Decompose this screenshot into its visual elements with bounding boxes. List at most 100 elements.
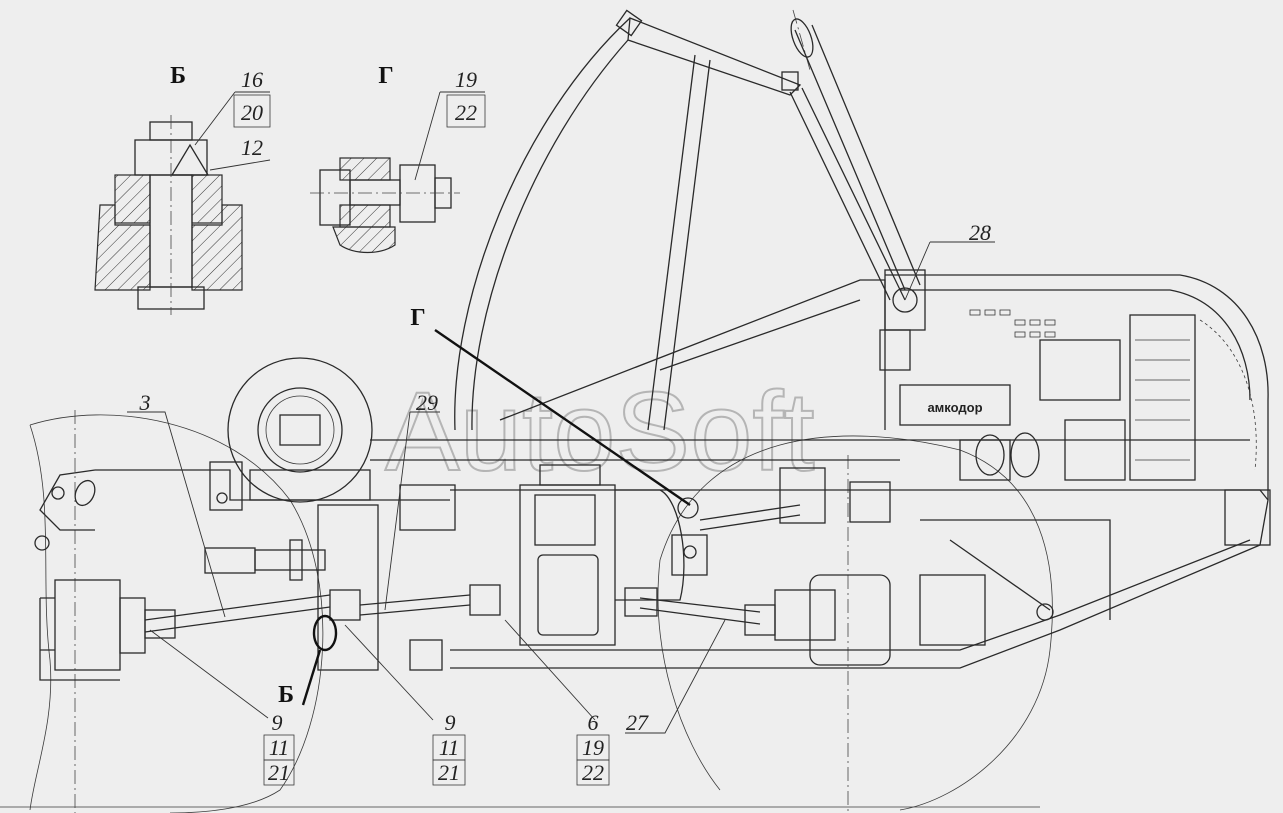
cab-post-lower [879, 329, 911, 371]
pointer-b-circle [312, 614, 338, 652]
rops-boom [794, 24, 921, 291]
rops-arch-inner [471, 39, 629, 431]
cylinder-clamp [289, 539, 303, 581]
rops-rear-post [789, 87, 906, 301]
callout-22-g: 22 [455, 100, 477, 125]
drum-hub [279, 414, 321, 446]
drum-outer [227, 357, 373, 503]
leader-lines [127, 91, 995, 734]
transmission-housing [519, 484, 616, 646]
radiator [1129, 314, 1196, 481]
front-axle-housing [54, 579, 121, 671]
filter-canister-2 [1010, 432, 1040, 478]
rops-top-bar [627, 17, 802, 96]
torque-converter [615, 489, 685, 601]
transmission-top [539, 464, 601, 486]
engine-hood [885, 274, 1269, 500]
callout-9-left: 9 [272, 710, 283, 735]
drum-flange [257, 387, 343, 473]
callout-12: 12 [241, 135, 263, 160]
hood-vents [969, 309, 1056, 338]
pump-drive-support [849, 481, 891, 523]
callout-3: 3 [139, 390, 151, 415]
callout-stack-left: 9 11 21 [263, 710, 295, 786]
callout-stack-mid: 9 11 21 [432, 710, 466, 786]
pump-unit [1064, 419, 1126, 481]
pump-bracket [671, 534, 708, 576]
rear-wheel-lower [657, 559, 721, 791]
mid-prop-shaft [359, 594, 471, 616]
radiator-fins [1135, 339, 1190, 461]
rops-corner-joint [615, 9, 643, 37]
front-axle-flange [119, 597, 146, 654]
view-label-b: Б [170, 63, 186, 89]
callout-22: 22 [582, 760, 604, 785]
pump-drive-shaft [699, 504, 801, 531]
pump-drive-coupling [677, 497, 699, 519]
battery-box [919, 574, 986, 646]
rops-rear-joint [781, 71, 799, 91]
callout-19: 19 [582, 735, 604, 760]
rear-frame-brace [920, 519, 1111, 620]
callout-stack-b: 16 20 12 [233, 67, 271, 160]
pointer-label-g: Г [410, 305, 425, 331]
rops-boom-tip [790, 18, 814, 58]
callout-20: 20 [241, 100, 263, 125]
front-pin-1 [51, 486, 65, 500]
pointer-label-b: Б [278, 682, 294, 708]
pump-bracket-bolt [683, 545, 697, 559]
callout-16: 16 [241, 67, 263, 92]
callout-19-g: 19 [455, 67, 477, 92]
rear-counterweight [1224, 489, 1271, 546]
view-label-g: Г [378, 63, 393, 89]
callout-21-left: 21 [268, 760, 290, 785]
callout-27: 27 [626, 710, 649, 735]
cab-post-pin [892, 287, 918, 313]
main-chassis [450, 489, 1269, 669]
front-pin-2 [74, 479, 96, 507]
drum-base [249, 469, 371, 501]
callout-29: 29 [416, 390, 438, 415]
front-prop-shaft [144, 594, 331, 633]
pump-drive-gearbox [779, 467, 826, 524]
drum-bolt-circle [265, 395, 335, 465]
callout-11-left: 11 [269, 735, 289, 760]
rear-pivot [1036, 603, 1054, 621]
brand-plate-text: амкодор [927, 400, 982, 415]
front-wheel-outline [29, 414, 324, 813]
rear-shaft-yoke [624, 587, 658, 617]
engine-block [1039, 339, 1121, 401]
transmission-cover [537, 554, 599, 636]
engine-hood-inner [900, 289, 1251, 401]
front-gearbox-frame [317, 504, 379, 671]
callout-11-mid: 11 [439, 735, 459, 760]
rops-center-post [647, 54, 711, 431]
front-shaft-yoke [144, 609, 176, 639]
filter-canister [975, 434, 1005, 476]
front-axle-lower [39, 597, 120, 681]
callout-21-mid: 21 [438, 760, 460, 785]
rear-axle-housing [809, 574, 891, 666]
cylinder-mount [204, 547, 256, 574]
cab-frame-slope [499, 279, 886, 430]
pivot-mount [399, 484, 456, 531]
gearbox-input-yoke [469, 584, 501, 616]
front-pin-3 [34, 535, 50, 551]
rear-shaft-yoke-2 [744, 604, 776, 636]
brand-plate [899, 384, 1011, 426]
chassis-lower-rail [450, 539, 1251, 651]
callout-28: 28 [969, 220, 991, 245]
callout-stack-6: 6 19 22 [576, 710, 610, 786]
rear-axle-flange [774, 589, 836, 641]
front-bracket [209, 461, 243, 511]
callout-6: 6 [588, 710, 599, 735]
callout-9-mid: 9 [445, 710, 456, 735]
callout-stack-g: 19 22 [446, 67, 486, 128]
pointer-b-line [301, 649, 322, 706]
front-shaft-yoke-2 [329, 589, 361, 621]
upper-deck [370, 439, 1250, 461]
hood-grille [1199, 319, 1257, 471]
detail-g-section [310, 157, 460, 254]
